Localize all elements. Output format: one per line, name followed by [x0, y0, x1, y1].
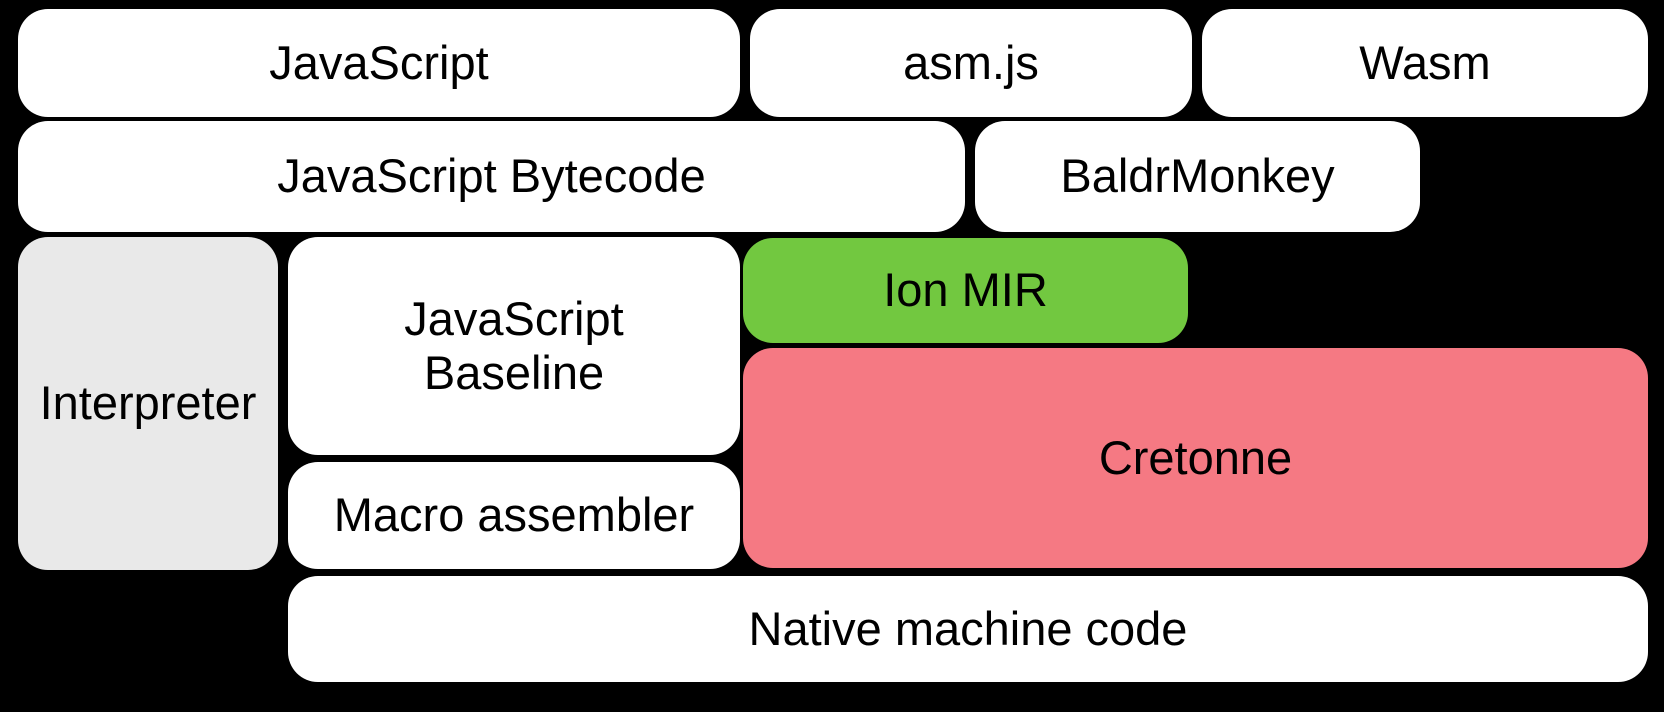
cretonne-label: Cretonne: [1098, 430, 1293, 484]
interpreter-label: Interpreter: [39, 376, 257, 430]
macro-assembler-box: Macro assembler: [288, 462, 740, 569]
wasm-label: Wasm: [1359, 35, 1491, 89]
native-machine-code-box: Native machine code: [288, 576, 1648, 682]
cretonne-box: Cretonne: [743, 348, 1648, 568]
asmjs-box: asm.js: [750, 9, 1192, 117]
ion-mir-box: Ion MIR: [743, 238, 1188, 343]
javascript-label: JavaScript: [269, 35, 489, 89]
asmjs-label: asm.js: [903, 35, 1039, 89]
javascript-baseline-box: JavaScript Baseline: [288, 237, 740, 455]
javascript-bytecode-label: JavaScript Bytecode: [277, 149, 706, 203]
native-machine-code-label: Native machine code: [748, 601, 1188, 655]
wasm-box: Wasm: [1202, 9, 1648, 117]
javascript-bytecode-box: JavaScript Bytecode: [18, 121, 965, 232]
macro-assembler-label: Macro assembler: [333, 488, 695, 542]
baldrmonkey-label: BaldrMonkey: [1060, 149, 1335, 203]
ion-mir-label: Ion MIR: [883, 263, 1048, 317]
baldrmonkey-box: BaldrMonkey: [975, 121, 1420, 232]
javascript-box: JavaScript: [18, 9, 740, 117]
interpreter-box: Interpreter: [18, 237, 278, 570]
javascript-baseline-label: JavaScript Baseline: [404, 291, 624, 399]
